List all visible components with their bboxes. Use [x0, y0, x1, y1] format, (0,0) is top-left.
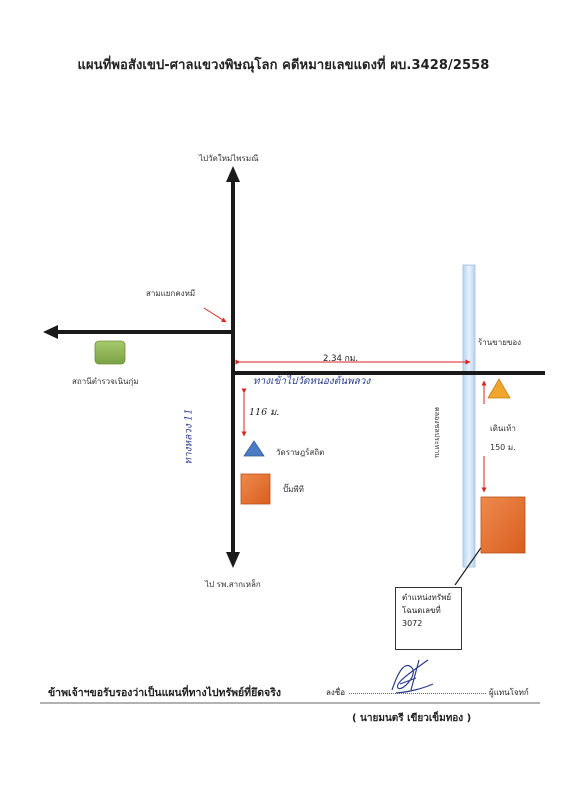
north-destination-label: ไปวัดใหม่ไพรมณี [199, 154, 259, 163]
signature [391, 659, 434, 694]
shop-marker [487, 378, 511, 399]
certification-statement: ข้าพเจ้าฯขอรับรองว่าเป็นแผนที่ทางไปทรัพย… [48, 687, 281, 699]
distance-main-label: 2.34 กม. [323, 354, 359, 364]
property-box-deed-number: 3072 [402, 619, 423, 628]
signatory-name: ( นายมนตรี เขียวเข็มทอง ) [352, 713, 472, 724]
proxy-label: ผู้แทนโจทก์ [489, 688, 529, 697]
walk-distance-label: 150 ม. [490, 443, 516, 452]
gas-station-label: ปั๊มพีที [283, 485, 304, 494]
police-station-label: สถานีตำรวจเนินกุ่ม [72, 377, 139, 386]
walk-label: เดินเท้า [490, 424, 516, 433]
signature-line [349, 693, 486, 694]
page-title: แผนที่พอสังเขป-ศาลแขวงพิษณุโลก คดีหมายเล… [77, 58, 490, 73]
shop-label: ร้านขายของ [478, 338, 522, 347]
side-road-handwritten-label: ทางเข้าไปวัดหนองต้นพลวง [253, 376, 371, 387]
distance-temple-label: 116 ม. [249, 407, 280, 418]
canal-label: คลองชลประทาน [432, 407, 441, 458]
canal [462, 264, 476, 568]
intersection-label: สามแยกคงหมี [146, 289, 196, 298]
south-destination-label: ไป รพ.สากเหล็ก [205, 580, 261, 589]
property-box-deed-label: โฉนดเลขที่ [402, 606, 441, 615]
temple-marker [243, 440, 265, 457]
intersection-pointer [203, 307, 227, 323]
property-marker [480, 496, 526, 554]
west-arrowhead [43, 325, 58, 339]
gas-station-marker [240, 473, 271, 505]
temple-label: วัดราษฎร์สถิต [276, 448, 325, 457]
sign-label: ลงชื่อ [326, 688, 346, 697]
property-info-box: ตำแหน่งทรัพย์ โฉนดเลขที่ 3072 [395, 587, 462, 650]
north-arrowhead [226, 166, 240, 182]
police-station-marker [94, 340, 126, 365]
main-road-handwritten-label: ทางหลวง 11 [183, 408, 195, 465]
property-box-title: ตำแหน่งทรัพย์ [402, 593, 452, 602]
south-arrowhead [226, 552, 240, 568]
